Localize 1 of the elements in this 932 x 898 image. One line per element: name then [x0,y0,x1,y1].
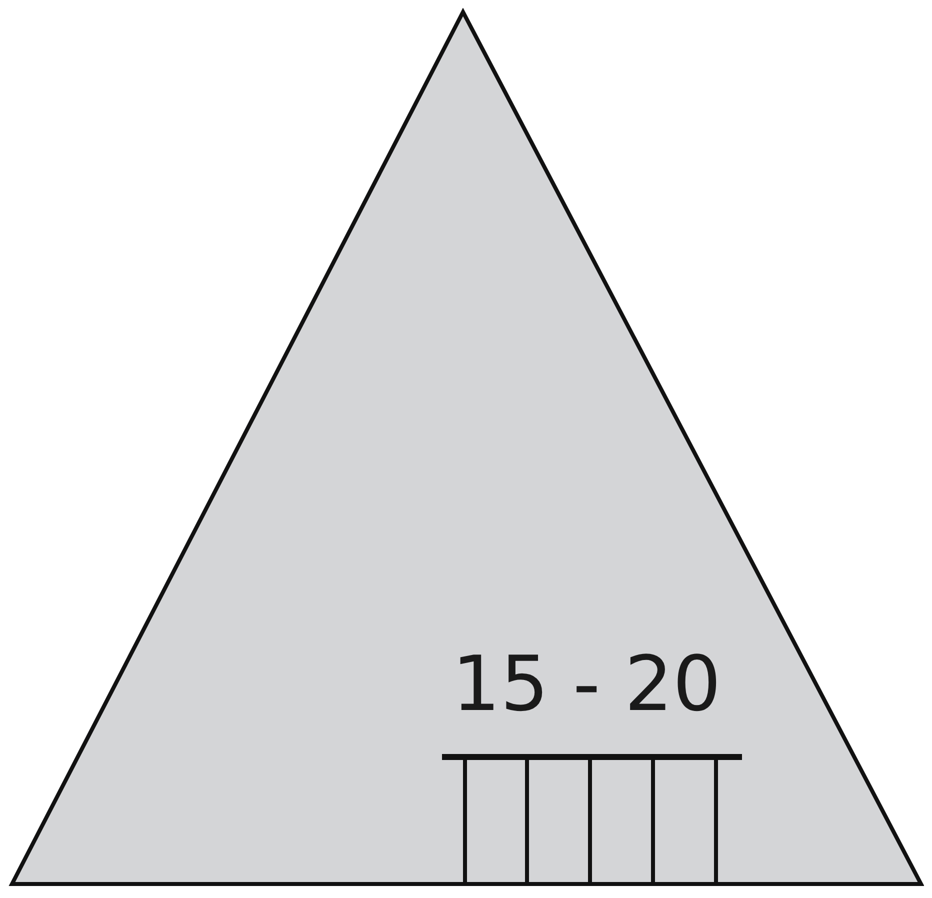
range-label: 15 - 20 [452,646,722,722]
